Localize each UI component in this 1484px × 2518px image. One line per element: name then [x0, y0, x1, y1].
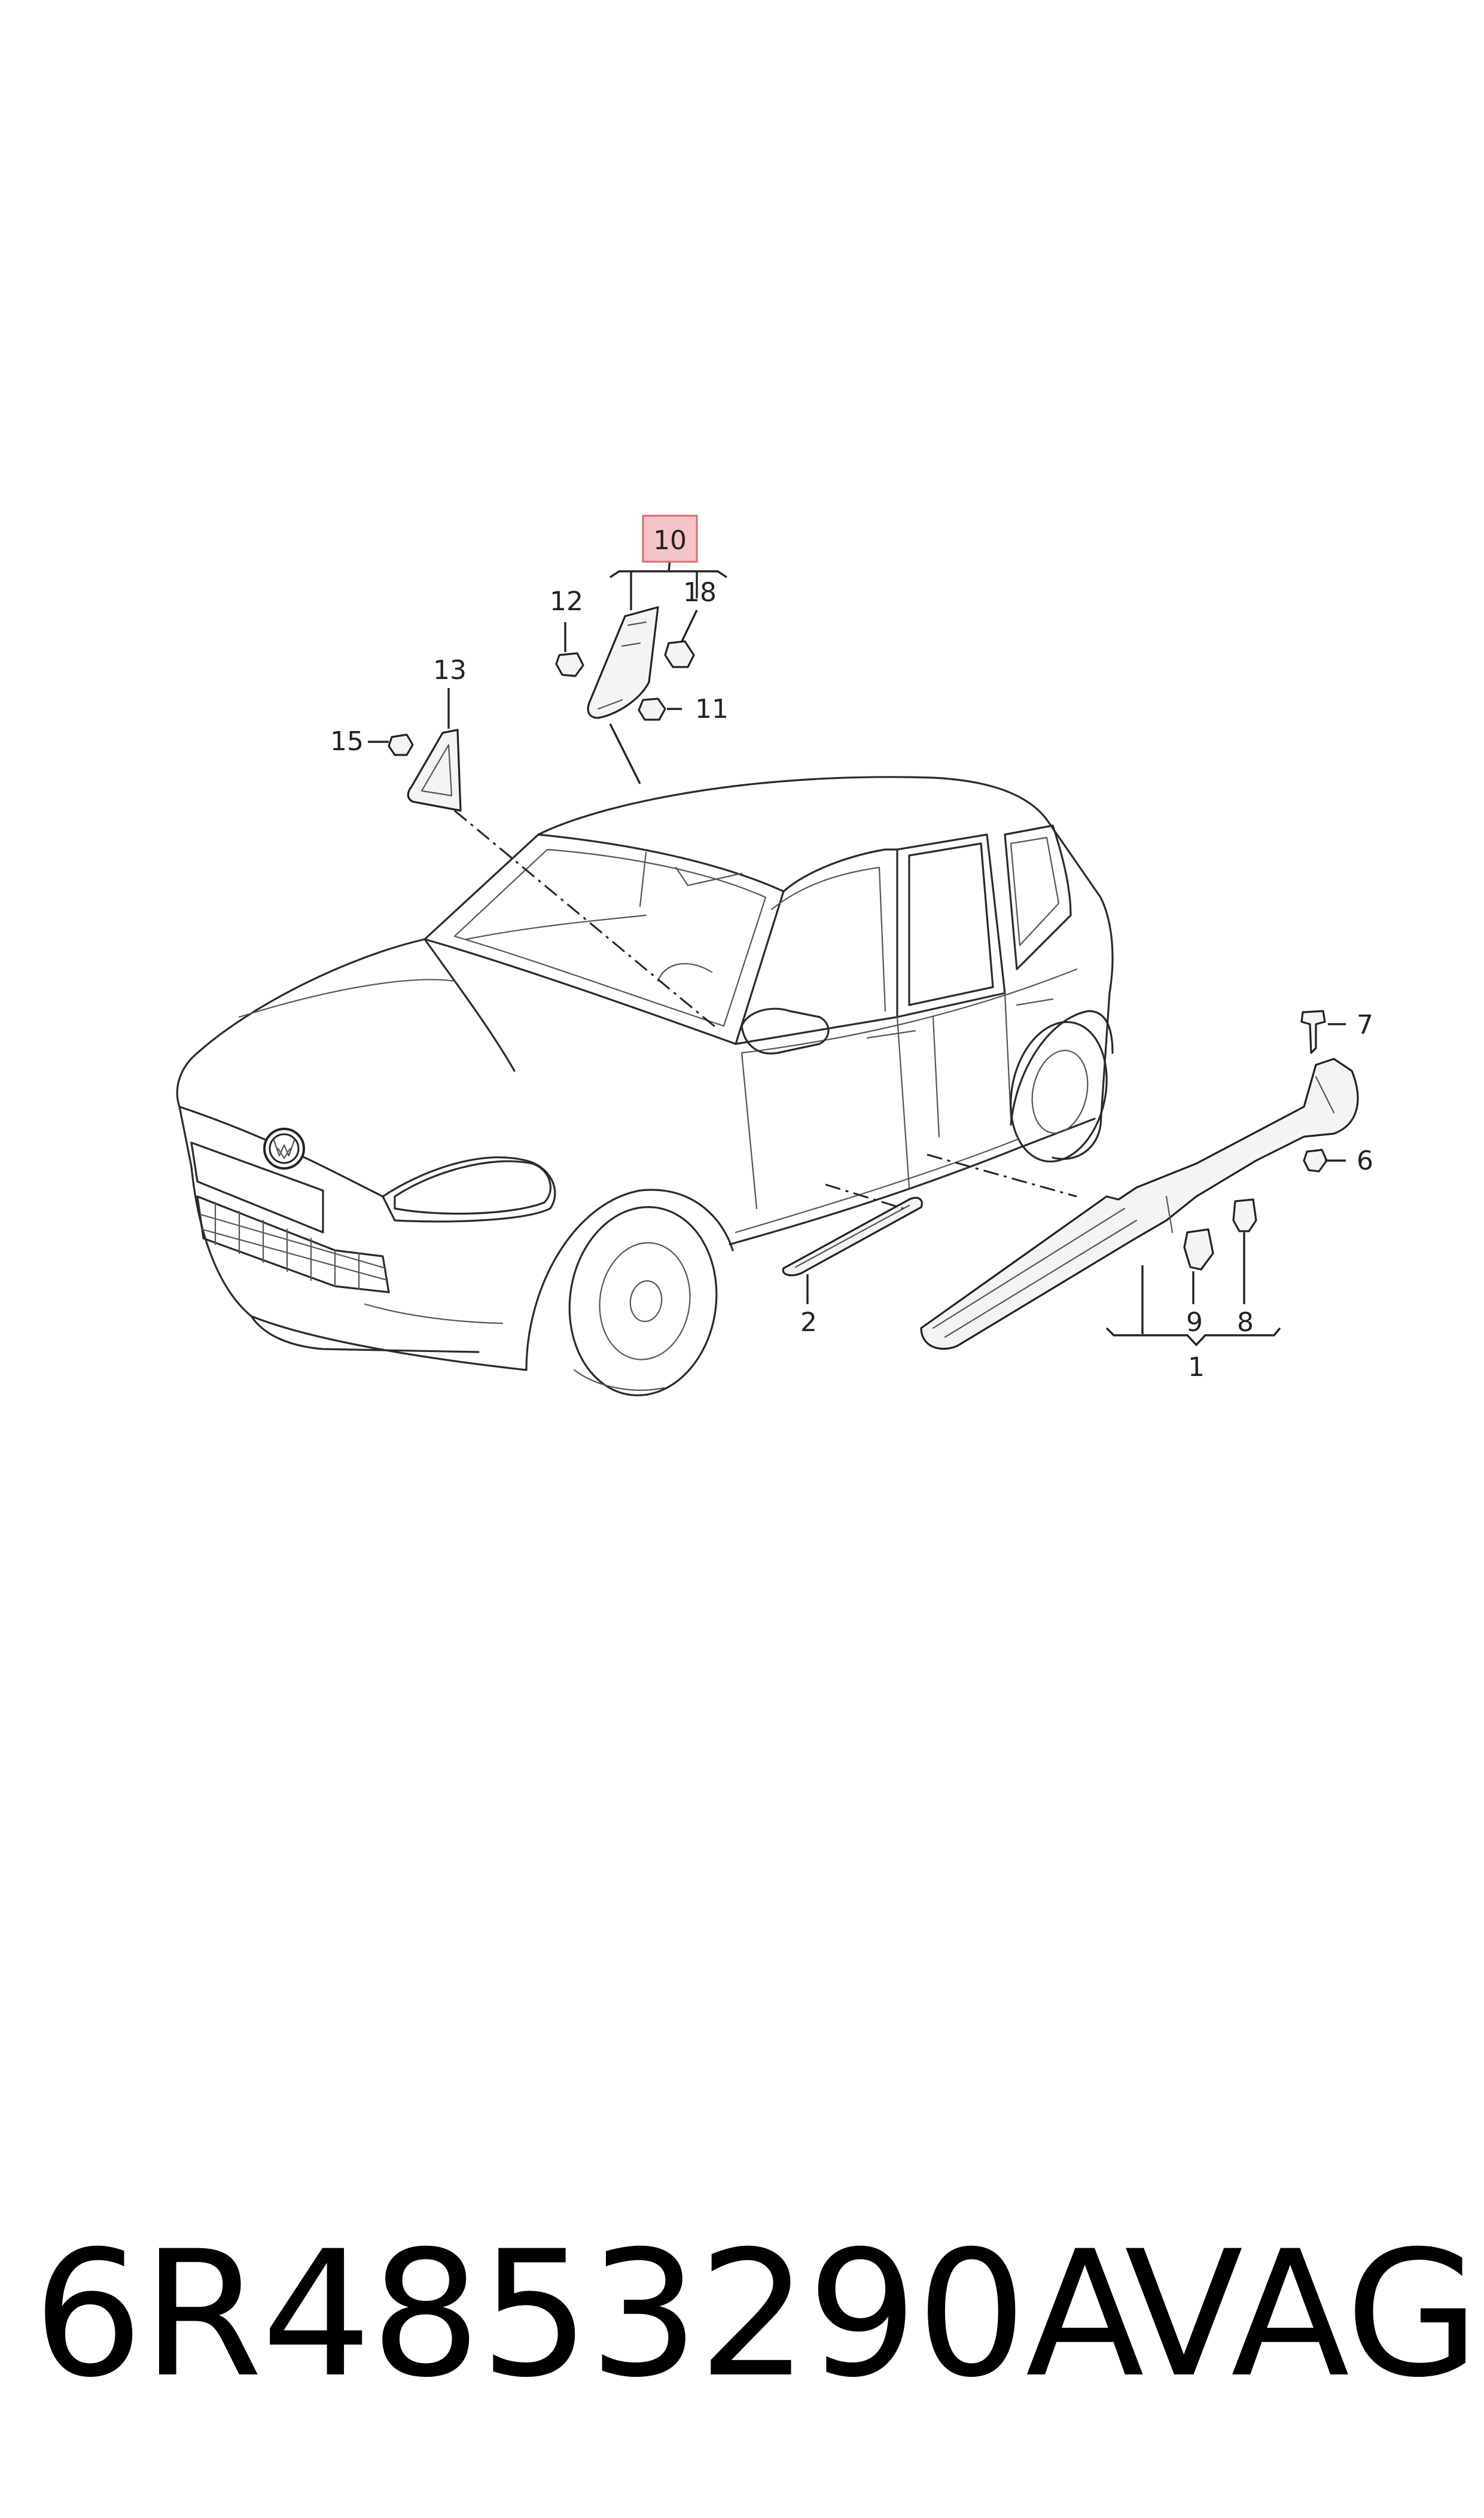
part-11-clip	[638, 698, 666, 721]
part-10-trim	[587, 606, 659, 719]
part-18-clip	[664, 640, 695, 668]
callout-2: 2	[800, 1307, 817, 1338]
callout-7: 7	[1357, 1010, 1373, 1040]
part-15-clip	[388, 733, 414, 756]
callouts: 10 12 18 11 13 15 2 7 6 9 8 1	[330, 514, 1373, 1383]
part-13-trim	[407, 729, 462, 812]
part-6-clip	[1303, 1149, 1328, 1173]
callout-10: 10	[653, 525, 687, 556]
brand-name: VAG	[1125, 2214, 1480, 2416]
grille	[190, 1141, 390, 1293]
part-1-sill	[920, 1058, 1359, 1350]
leader-lines	[368, 559, 1346, 1347]
part-12-clip	[555, 652, 584, 677]
part-9-clip	[1183, 1228, 1214, 1271]
car-illustration	[176, 776, 1114, 1396]
callout-18: 18	[683, 577, 717, 608]
part-number: 6R4853290A	[33, 2214, 1144, 2416]
callout-1: 1	[1188, 1352, 1205, 1383]
callout-10-highlight	[642, 514, 698, 563]
callout-8: 8	[1237, 1307, 1254, 1338]
callout-6: 6	[1357, 1146, 1373, 1176]
callout-9: 9	[1186, 1307, 1203, 1338]
callout-15: 15	[330, 726, 364, 757]
vw-logo	[263, 1128, 305, 1170]
callout-12: 12	[550, 586, 583, 617]
callout-13: 13	[433, 655, 467, 686]
part-8-clip	[1232, 1198, 1257, 1232]
callout-11: 11	[695, 694, 729, 724]
part-2-strip	[782, 1196, 923, 1277]
part-7-screw	[1300, 1010, 1326, 1054]
